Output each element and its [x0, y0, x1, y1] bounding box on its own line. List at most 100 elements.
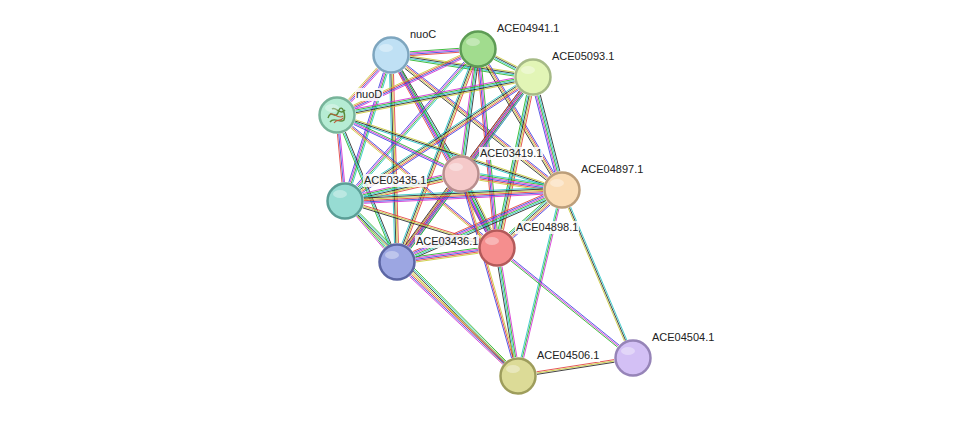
node-label: ACE04506.1	[536, 349, 600, 362]
gloss	[449, 163, 463, 171]
protein-node: ACE03435.1	[326, 182, 364, 220]
evidence-line	[501, 267, 516, 358]
node-label: ACE03419.1	[479, 147, 543, 160]
protein-node: nuoD	[318, 96, 356, 134]
node-label: ACE03436.1	[415, 235, 479, 248]
evidence-line	[360, 86, 516, 189]
evidence-line	[465, 193, 512, 358]
evidence-line	[364, 193, 543, 202]
node-label: ACE04504.1	[651, 331, 715, 344]
gloss	[506, 365, 520, 373]
interaction-edge	[355, 78, 515, 114]
evidence-line	[351, 128, 482, 237]
gloss	[466, 38, 480, 46]
gloss	[333, 190, 347, 198]
protein-node: ACE03419.1	[442, 155, 480, 193]
interaction-edge	[535, 95, 560, 172]
evidence-line	[536, 96, 556, 172]
evidence-line	[496, 56, 517, 67]
evidence-line	[498, 95, 526, 229]
node-label: ACE03435.1	[363, 174, 427, 187]
protein-node: ACE05093.1	[514, 58, 552, 96]
node-disc	[461, 32, 496, 67]
structure-icon	[330, 114, 343, 123]
evidence-line	[411, 275, 504, 363]
node-label: nuoC	[409, 28, 437, 41]
node-circle	[318, 96, 356, 134]
node-label: ACE05093.1	[551, 50, 615, 63]
evidence-line	[409, 276, 502, 364]
interaction-edge	[351, 126, 483, 237]
gloss	[379, 44, 393, 52]
node-label: ACE04897.1	[580, 163, 644, 176]
evidence-line	[479, 180, 542, 190]
node-circle	[478, 229, 516, 267]
node-circle	[372, 36, 410, 74]
gloss	[521, 66, 535, 74]
node-circle	[326, 182, 364, 220]
gloss	[325, 104, 339, 112]
node-label: ACE04898.1	[515, 221, 579, 234]
gloss	[485, 237, 499, 245]
evidence-line	[513, 259, 619, 345]
evidence-line	[495, 57, 516, 68]
evidence-line	[416, 253, 478, 262]
evidence-line	[355, 122, 445, 165]
evidence-line	[364, 190, 543, 199]
evidence-line	[538, 95, 558, 171]
evidence-line	[537, 362, 614, 374]
evidence-line	[467, 192, 514, 357]
node-circle	[499, 357, 537, 395]
node-disc	[480, 231, 515, 266]
node-label: nuoD	[355, 88, 383, 101]
evidence-line	[535, 96, 555, 172]
interaction-edge	[337, 134, 344, 182]
node-disc	[616, 341, 651, 376]
evidence-line	[512, 260, 618, 346]
node-circle	[459, 30, 497, 68]
evidence-line	[495, 58, 516, 69]
evidence-line	[416, 252, 478, 261]
evidence-line	[356, 216, 383, 248]
protein-node: ACE04897.1	[543, 171, 581, 209]
node-disc	[516, 60, 551, 95]
gloss	[550, 179, 564, 187]
node-disc	[545, 173, 580, 208]
evidence-line	[466, 192, 513, 357]
node-disc	[374, 38, 409, 73]
protein-node: ACE04898.1	[478, 229, 516, 267]
evidence-line	[502, 266, 517, 357]
evidence-line	[410, 52, 459, 55]
interaction-edge	[465, 192, 514, 358]
interaction-edge	[494, 56, 517, 70]
evidence-line	[537, 361, 614, 373]
node-disc	[501, 359, 536, 394]
evidence-line	[511, 261, 617, 347]
node-disc	[380, 245, 415, 280]
node-disc	[444, 157, 479, 192]
node-disc	[320, 98, 355, 133]
protein-node: ACE04506.1	[499, 357, 537, 395]
evidence-line	[494, 59, 515, 70]
evidence-line	[479, 179, 542, 189]
interaction-edge	[410, 48, 459, 55]
protein-node: ACE03436.1	[378, 243, 416, 281]
protein-node: ACE04941.1	[459, 30, 497, 68]
node-circle	[378, 243, 416, 281]
node-circle	[614, 339, 652, 377]
node-label: ACE04941.1	[496, 22, 560, 35]
gloss	[385, 251, 399, 259]
interaction-edge	[415, 248, 478, 262]
evidence-line	[410, 276, 503, 364]
evidence-line	[364, 192, 543, 201]
node-circle	[442, 155, 480, 193]
protein-node: nuoC	[372, 36, 410, 74]
node-circle	[543, 171, 581, 209]
evidence-line	[352, 126, 483, 235]
protein-node: ACE04504.1	[614, 339, 652, 377]
interaction-edge	[511, 259, 619, 347]
evidence-line	[337, 134, 341, 182]
node-disc	[328, 184, 363, 219]
gloss	[621, 347, 635, 355]
